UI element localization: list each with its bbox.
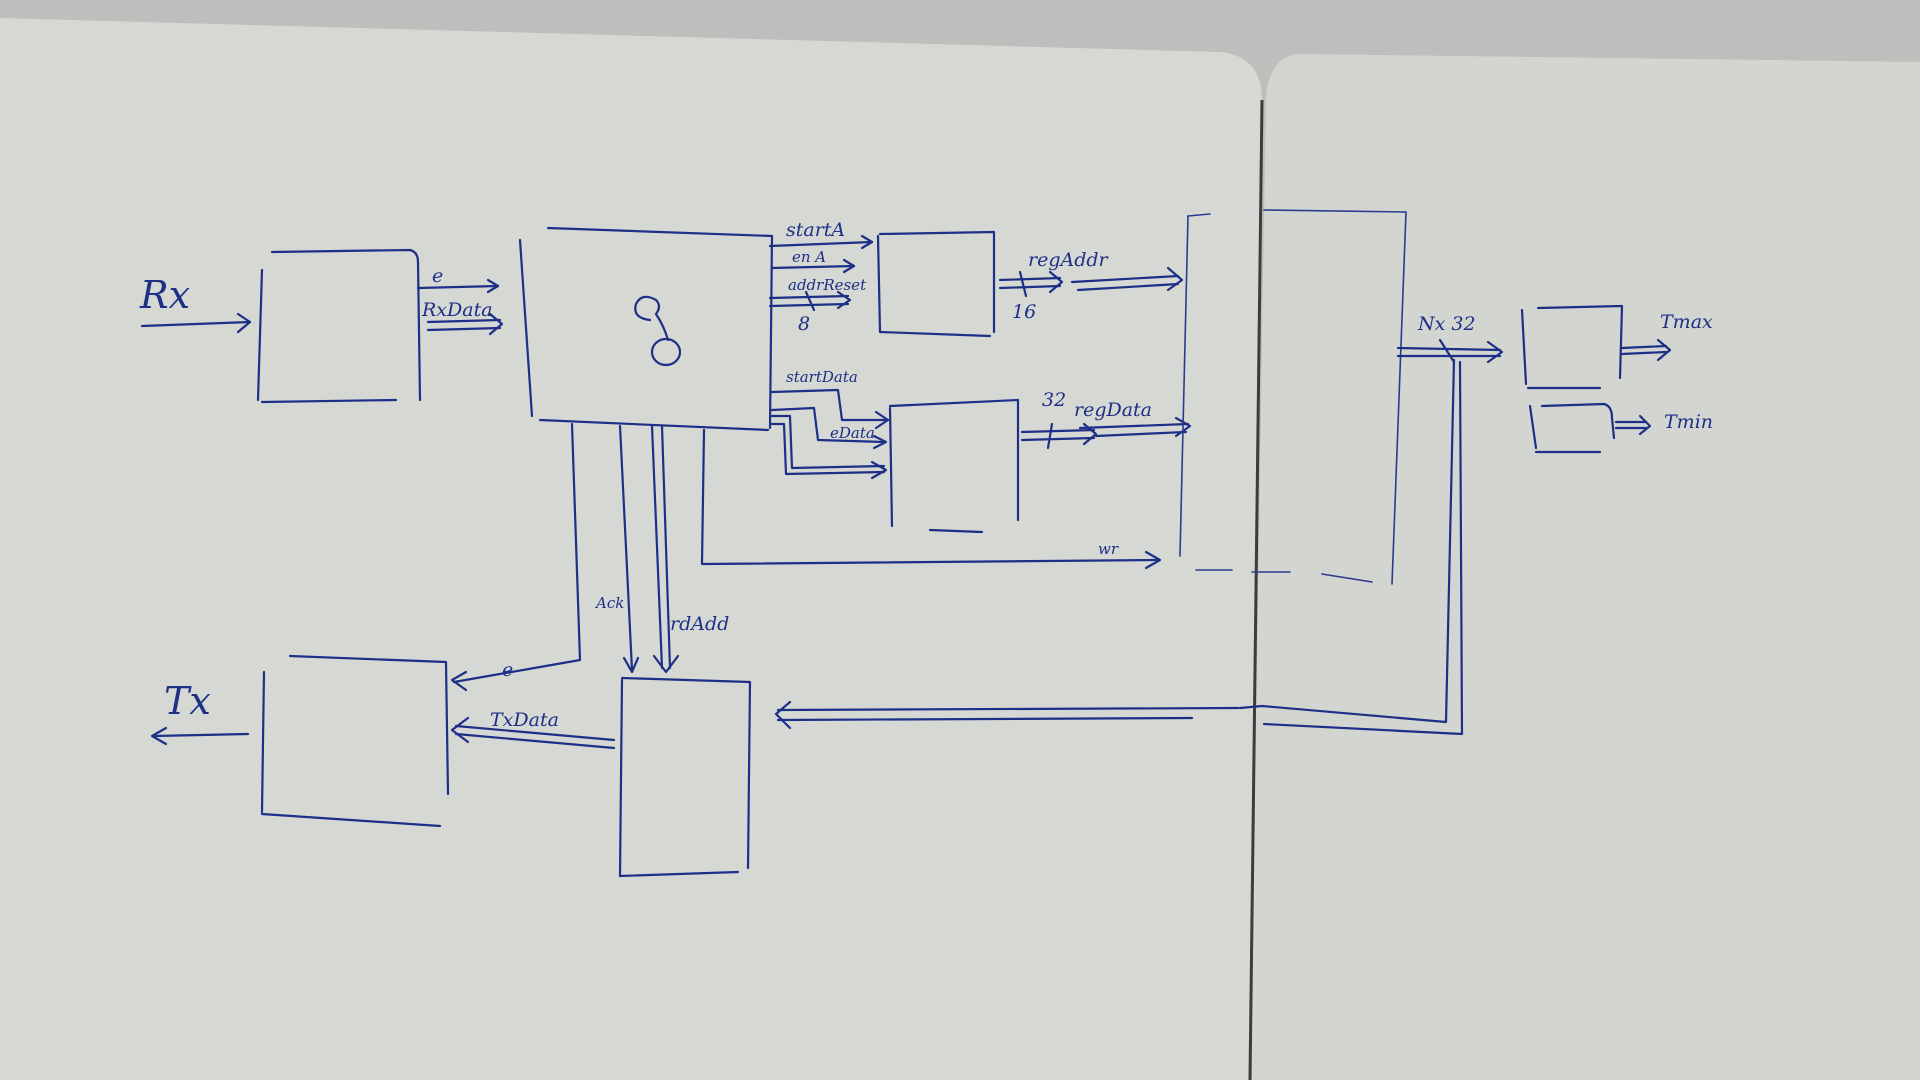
rx-label: Rx: [139, 273, 190, 317]
tmin-label: Tmin: [1664, 411, 1713, 433]
ack-label: Ack: [594, 594, 624, 612]
tx-label: Tx: [164, 679, 211, 723]
rxdata-label: RxData: [421, 299, 493, 321]
ena-label: en A: [792, 248, 826, 266]
nx32-label: Nx 32: [1417, 313, 1476, 335]
addrreset-label: addrReset: [788, 276, 867, 294]
wr-label: wr: [1098, 540, 1119, 558]
txdata-label: TxData: [490, 709, 559, 731]
width-16-label: 16: [1012, 301, 1036, 323]
edata-label: eData: [830, 424, 875, 442]
e-tx-label: e: [502, 659, 513, 681]
starta-label: startA: [786, 219, 845, 241]
whiteboard-left-panel: [0, 18, 1262, 1080]
whiteboard-right-panel: [1250, 54, 1920, 1080]
startdata-label: startData: [786, 368, 858, 386]
tmax-label: Tmax: [1660, 311, 1713, 333]
rdadd-label: rdAdd: [670, 613, 729, 635]
e-rx-label: e: [432, 265, 443, 287]
regaddr-label: regAddr: [1028, 249, 1110, 271]
width-32-label: 32: [1042, 389, 1066, 411]
width-8-label: 8: [798, 313, 810, 335]
regdata-label: regData: [1074, 399, 1152, 421]
